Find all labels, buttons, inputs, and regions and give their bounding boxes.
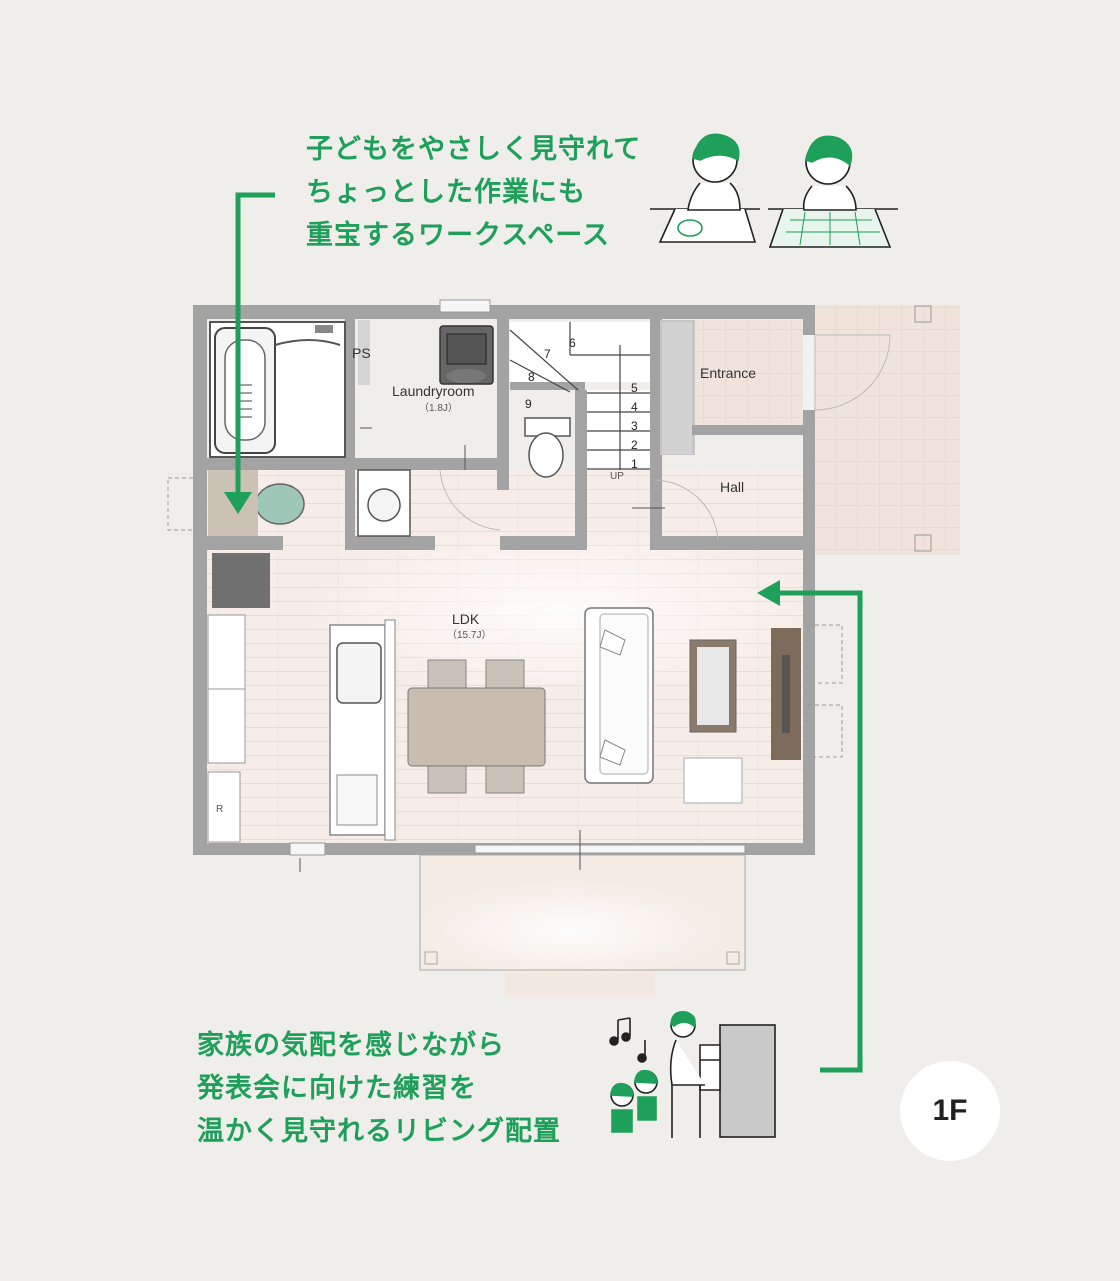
stair-number: 6 <box>569 336 576 350</box>
stair-number: 5 <box>631 381 638 395</box>
tv-board <box>771 628 801 760</box>
door-arrows <box>299 427 665 872</box>
washbasin <box>357 469 411 537</box>
storage-left <box>207 553 270 843</box>
family-piano-icon <box>609 1010 776 1138</box>
label-fridge: R <box>216 804 223 815</box>
stair-number: 2 <box>631 438 638 452</box>
callout-arrow-bottom <box>757 580 863 1073</box>
bathroom <box>209 321 346 514</box>
stair-number: 1 <box>631 457 638 471</box>
ps-shaft <box>358 320 370 385</box>
toilet-right <box>524 417 571 478</box>
dining-set <box>407 659 546 794</box>
floor-badge: 1F <box>900 1061 1000 1161</box>
caption-living: 家族の気配を感じながら 発表会に向けた練習を 温かく見守れるリビング配置 <box>197 1024 561 1153</box>
caption-line: 発表会に向けた練習を <box>197 1073 477 1104</box>
label-laundry-size: （1.8J） <box>419 402 458 414</box>
callout-arrow-top <box>224 192 275 514</box>
stair-number: 3 <box>631 419 638 433</box>
kitchen-counter <box>329 619 396 841</box>
stair-number: 8 <box>528 370 535 384</box>
caption-line: 温かく見守れるリビング配置 <box>197 1116 561 1147</box>
stair-number: 9 <box>525 397 532 411</box>
staircase <box>509 322 650 470</box>
entrance-door <box>803 305 932 552</box>
caption-line: 子どもをやさしく見守れて <box>306 134 642 165</box>
children-drawing-at-table-icon <box>650 133 898 248</box>
terrace <box>419 854 746 971</box>
caption-line: ちょっとした作業にも <box>306 177 586 208</box>
stair-number: 7 <box>544 347 551 361</box>
label-up: UP <box>610 471 624 482</box>
caption-line: 重宝するワークスペース <box>306 220 610 251</box>
hall-door <box>439 469 719 541</box>
label-ldk-size: （15.7J） <box>447 629 491 641</box>
floor-area <box>195 305 960 995</box>
entrance-shoe-cabinet <box>662 322 692 454</box>
coffee-table <box>683 639 743 804</box>
caption-workspace: 子どもをやさしく見守れて ちょっとした作業にも 重宝するワークスペース <box>306 128 641 257</box>
label-hall: Hall <box>720 479 744 495</box>
caption-line: 家族の気配を感じながら <box>197 1030 505 1061</box>
label-ldk: LDK <box>452 611 480 627</box>
label-laundry: Laundryroom <box>392 383 475 399</box>
washing-machine-icon <box>439 325 494 385</box>
label-entrance: Entrance <box>700 365 756 381</box>
stair-number: 4 <box>631 400 638 414</box>
label-ps: PS <box>352 345 371 361</box>
sofa <box>584 607 654 784</box>
windows <box>167 299 843 856</box>
